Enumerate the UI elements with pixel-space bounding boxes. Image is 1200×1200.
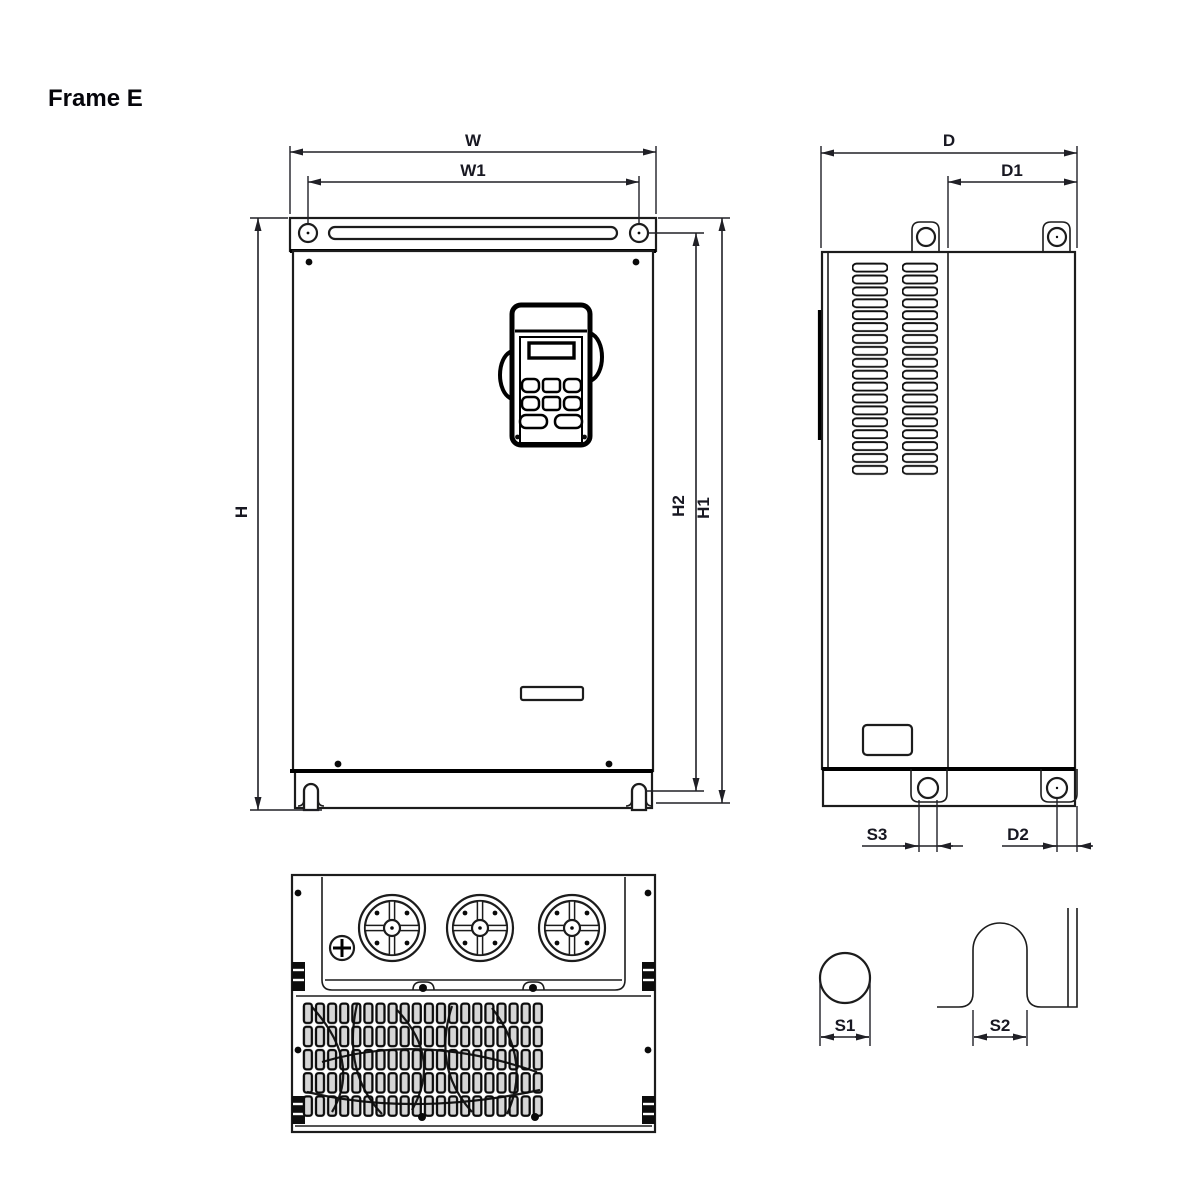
- dim-label-s1: S1: [835, 1016, 856, 1035]
- dim-w1: W1: [307, 161, 640, 223]
- mounting-hole-icon: [818, 951, 872, 1005]
- hole-center: [1055, 235, 1059, 239]
- screw-dot: [644, 889, 652, 897]
- detail-s1-mounting-hole: S1: [818, 951, 872, 1046]
- keypad-button: [541, 395, 562, 412]
- hole-center: [306, 231, 310, 235]
- dim-d: D: [820, 131, 1078, 248]
- keypad-button-wide: [553, 413, 584, 430]
- front-view: W W1 H H1 H2: [232, 131, 730, 812]
- edge-clip: [642, 962, 655, 991]
- dim-w: W: [289, 131, 657, 214]
- keypad-button: [541, 377, 562, 394]
- exhaust-grille: [302, 1002, 544, 1118]
- dim-label-s3: S3: [867, 825, 888, 844]
- dim-h1: H1: [656, 217, 730, 804]
- keypad-button: [520, 395, 541, 412]
- screw-dot: [418, 1113, 426, 1121]
- dim-label-d2: D2: [1007, 825, 1029, 844]
- cooling-fan-icon: [537, 893, 607, 963]
- louver-vent-icon: [852, 262, 888, 476]
- screw-dot: [294, 889, 302, 897]
- keypad-icon: [498, 302, 604, 448]
- page-title: Frame E: [48, 85, 143, 112]
- bottom-mounting-bracket: [293, 769, 654, 810]
- cooling-fan-icon: [357, 893, 427, 963]
- mounting-slot: [327, 225, 619, 241]
- mounting-hole-icon: [915, 226, 937, 248]
- hole-center: [1055, 786, 1059, 790]
- top-tab: [1042, 221, 1071, 252]
- screw-dot: [419, 984, 427, 992]
- louver-vent-icon: [902, 262, 938, 476]
- edge-clip: [292, 962, 305, 991]
- mounting-hole-icon: [916, 776, 940, 800]
- front-vent-slot: [519, 685, 585, 702]
- enclosure-front-panel: [291, 249, 655, 773]
- phillips-screw-icon: [328, 934, 356, 962]
- dim-label-d: D: [943, 131, 955, 150]
- plate-tab: [412, 981, 435, 991]
- side-bottom-bracket: [821, 767, 1077, 808]
- dim-d2: D2: [1002, 799, 1093, 852]
- keypad-right-ear: [588, 331, 604, 383]
- screw-dot: [529, 984, 537, 992]
- dim-label-h1: H1: [694, 497, 713, 519]
- screw-dot: [531, 1113, 539, 1121]
- dim-label-h2: H2: [669, 495, 688, 517]
- keyhole-slot-icon: [937, 908, 1078, 1008]
- bottom-tab: [1040, 769, 1078, 803]
- keypad-button: [562, 395, 583, 412]
- detail-s2-keyhole-slot: S2: [937, 908, 1078, 1046]
- dim-h2: H2: [646, 232, 704, 792]
- dim-s3: S3: [862, 800, 963, 852]
- cooling-fan-icon: [445, 893, 515, 963]
- dim-label-s2: S2: [990, 1016, 1011, 1035]
- bottom-tab: [910, 769, 948, 803]
- keyhole-slot-icon: [630, 782, 648, 812]
- top-tab: [911, 221, 940, 252]
- screw-dot: [632, 258, 640, 266]
- keyhole-slot-icon: [302, 782, 320, 812]
- dim-label-w: W: [465, 131, 482, 150]
- bottom-view: [290, 873, 657, 1134]
- keypad-left-ear: [498, 349, 514, 401]
- label-plate: [861, 723, 914, 757]
- keyhole-flare: [625, 798, 653, 807]
- fan-plate: [321, 877, 626, 991]
- dim-h: H: [232, 217, 322, 811]
- edge-clip: [292, 1096, 305, 1124]
- keypad-button: [520, 377, 541, 394]
- screw-dot: [294, 1046, 302, 1054]
- side-view: D D1 S3 D2: [817, 131, 1093, 852]
- dim-label-d1: D1: [1001, 161, 1023, 180]
- screw-dot: [582, 434, 587, 440]
- keypad-display: [527, 341, 576, 360]
- edge-clip: [642, 1096, 655, 1124]
- hole-center: [637, 231, 641, 235]
- screw-dot: [515, 434, 520, 440]
- screw-dot: [644, 1046, 652, 1054]
- plate-tab: [522, 981, 545, 991]
- keyhole-flare: [297, 798, 325, 807]
- dim-label-w1: W1: [460, 161, 486, 180]
- keypad-button-wide: [518, 413, 549, 430]
- screw-dot: [605, 760, 613, 768]
- keypad-button: [562, 377, 583, 394]
- screw-dot: [334, 760, 342, 768]
- dim-label-h: H: [232, 506, 251, 518]
- screw-dot: [305, 258, 313, 266]
- dim-d1: D1: [947, 161, 1077, 248]
